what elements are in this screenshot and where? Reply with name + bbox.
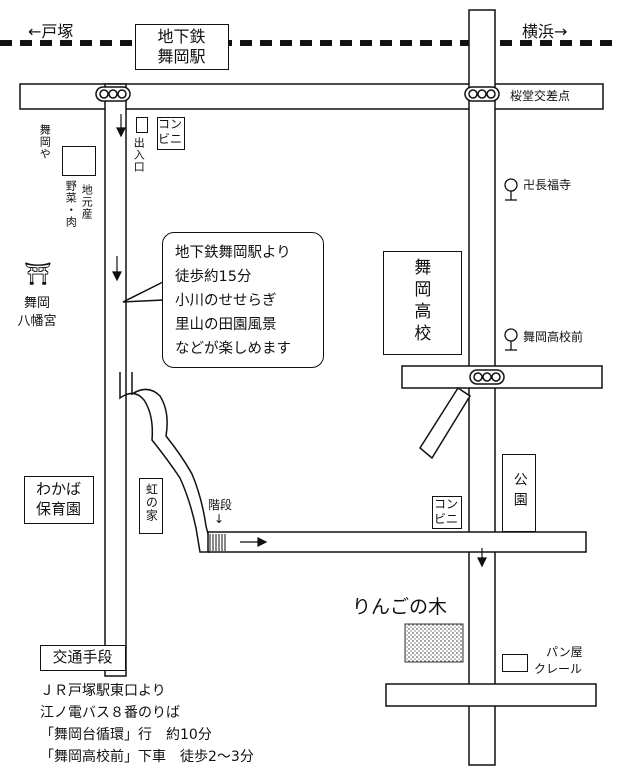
traffic-light-east: [464, 86, 500, 102]
bus-stop-label: 舞岡高校前: [523, 330, 584, 344]
convenience-store-south-label: コンビニ: [434, 497, 459, 526]
transport-line: 「舞岡高校前」下車 徒歩2～3分: [40, 749, 254, 765]
callout-box: 地下鉄舞岡駅より 徒歩約15分 小川のせせらぎ 里山の田園風景 などが楽しめます: [162, 232, 324, 368]
bus-stop-icon: [504, 178, 518, 351]
transport-line: 江ノ電バス８番のりば: [40, 705, 180, 721]
bakery-name-line2: クレール: [534, 662, 583, 676]
station-box: 地下鉄 舞岡駅: [135, 24, 229, 70]
convenience-store-north-label: コンビニ: [158, 117, 183, 146]
convenience-store-north: [157, 117, 185, 150]
high-school: [383, 251, 462, 355]
direction-totsuka: ←戸塚: [28, 22, 74, 41]
left-road: [104, 83, 127, 677]
traffic-light-west: [95, 86, 131, 102]
transport-line: 「舞岡台循環」行 約10分: [40, 727, 212, 743]
bakery-name-line1: パン屋: [546, 645, 583, 659]
stairs-label: 階段: [208, 498, 233, 512]
convenience-store-south: [432, 496, 462, 529]
callout-line: 小川のせせらぎ: [175, 293, 277, 309]
shop-local: 地元産: [80, 184, 94, 220]
callout-line: 徒歩約15分: [175, 269, 252, 285]
stream-path: [119, 372, 210, 553]
callout-tail: [122, 280, 165, 303]
stairs-arrow: ↓: [214, 512, 225, 526]
intersection-label: 桜堂交差点: [510, 89, 571, 103]
shrine-icon: ⛩: [24, 262, 52, 287]
shop-produce: 野菜・肉: [64, 180, 78, 228]
high-school-label: 舞岡高校: [410, 258, 431, 346]
station-name-line1: 地下鉄: [157, 27, 206, 46]
stairs: [209, 534, 226, 551]
destination-area: [404, 623, 464, 663]
transport-heading-box: 交通手段: [40, 645, 126, 671]
park-label: 公園: [511, 472, 528, 512]
niji-house-label: 虹の家: [144, 483, 159, 522]
direction-yokohama: 横浜→: [522, 22, 568, 41]
callout-line: などが楽しめます: [175, 341, 291, 357]
park: [502, 454, 536, 532]
shop-maiokaya: 舞岡や: [38, 124, 52, 160]
diagonal-road: [419, 386, 472, 460]
shrine-name-line2: 八幡宮: [17, 314, 57, 329]
transport-notes: ＪＲ戸塚駅東口より 江ノ電バス８番のりば 「舞岡台循環」行 約10分 「舞岡高校…: [40, 680, 254, 768]
callout-line: 里山の田園風景: [175, 317, 277, 333]
shop-building: [62, 146, 96, 176]
niji-house: [139, 478, 163, 534]
transport-line: ＪＲ戸塚駅東口より: [40, 683, 166, 699]
shrine-name-line1: 舞岡: [23, 296, 50, 311]
temple-label: 卍長福寺: [523, 178, 572, 192]
station-name-line2: 舞岡駅: [157, 47, 206, 66]
callout-line: 地下鉄舞岡駅より: [175, 245, 291, 261]
nursery: わかば 保育園: [24, 476, 94, 524]
bakery-building: [502, 654, 528, 672]
nursery-name-line2: 保育園: [35, 500, 81, 518]
nursery-name-line1: わかば: [35, 480, 81, 498]
exit-label: 出入口: [132, 137, 146, 173]
destination-label: りんごの木: [352, 596, 448, 618]
traffic-light-school: [469, 369, 505, 385]
transport-heading: 交通手段: [52, 648, 113, 666]
route-arrows: [112, 114, 487, 568]
exit-marker: [136, 117, 148, 133]
